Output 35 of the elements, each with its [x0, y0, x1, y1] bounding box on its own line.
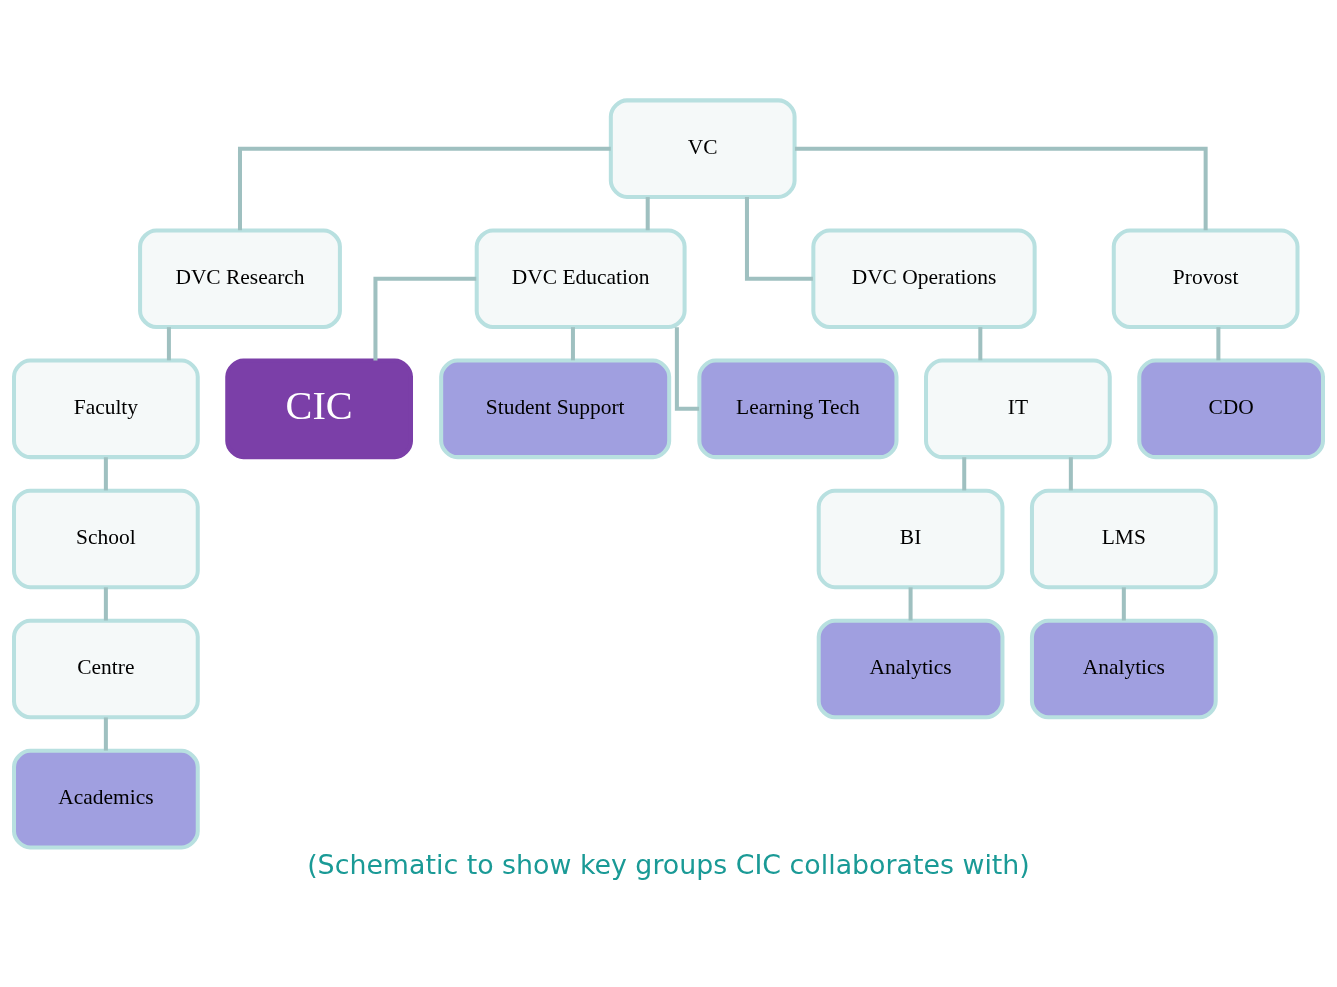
connector — [1121, 586, 1126, 621]
node-box: DVC Education — [474, 227, 687, 329]
connector — [908, 586, 913, 621]
connector — [570, 326, 575, 360]
node-box: DVC Operations — [811, 227, 1037, 329]
connector — [103, 586, 108, 621]
connector — [238, 146, 611, 230]
node-box: VC — [608, 97, 797, 199]
connector — [166, 326, 171, 360]
node-box: Faculty — [12, 358, 200, 459]
connector — [744, 196, 813, 281]
node-box: Provost — [1111, 227, 1300, 329]
node-box: Analytics — [1029, 618, 1218, 719]
connector — [373, 276, 477, 360]
node-box: IT — [924, 358, 1112, 459]
node-box: DVC Research — [138, 227, 342, 329]
node-box: LMS — [1029, 488, 1218, 589]
node-box: Centre — [12, 618, 200, 719]
node-box: CIC — [225, 358, 413, 459]
node-box: Learning Tech — [697, 358, 899, 459]
connector — [1216, 326, 1221, 360]
connector — [103, 456, 108, 490]
connector — [645, 196, 650, 230]
connector — [1068, 456, 1073, 490]
connector — [962, 456, 967, 490]
connector — [978, 326, 983, 360]
connector — [794, 146, 1208, 230]
node-box: BI — [816, 488, 1005, 589]
node-box: Analytics — [816, 618, 1005, 719]
node-box: Academics — [12, 748, 200, 849]
node-box: School — [12, 488, 200, 589]
node-box: Student Support — [439, 358, 672, 459]
connector — [103, 716, 108, 751]
caption: (Schematic to show key groups CIC collaborates with) — [307, 848, 1030, 880]
node-box: CDO — [1137, 358, 1325, 459]
